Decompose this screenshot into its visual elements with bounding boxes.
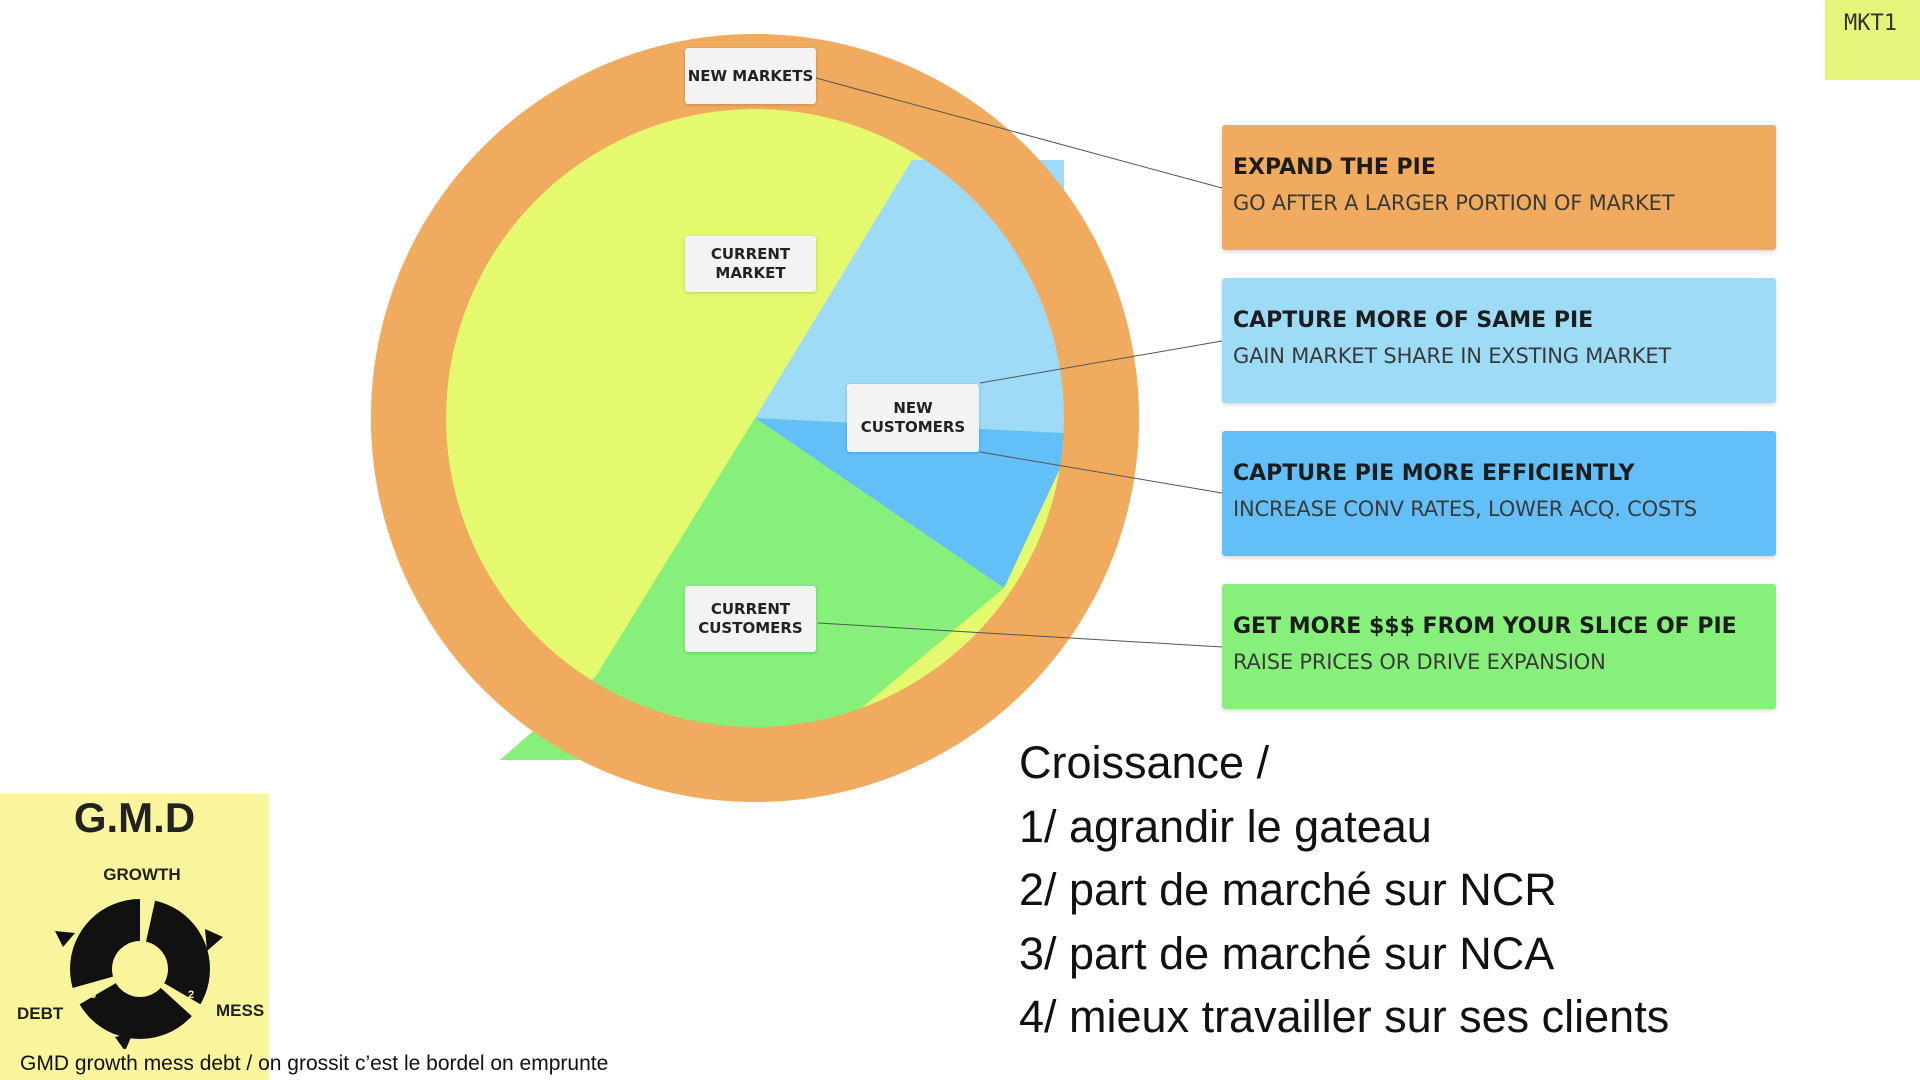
cycle-arrows-icon: 1 2 3	[55, 894, 223, 1049]
cycle-number-1: 1	[143, 913, 149, 925]
card-capture-more-of-same-pie: CAPTURE MORE OF SAME PIE GAIN MARKET SHA…	[1222, 278, 1776, 403]
card-get-more-from-your-slice: GET MORE $$$ FROM YOUR SLICE OF PIE RAIS…	[1222, 584, 1776, 709]
card-title: CAPTURE PIE MORE EFFICIENTLY	[1233, 461, 1635, 486]
card-capture-pie-more-efficiently: CAPTURE PIE MORE EFFICIENTLY INCREASE CO…	[1222, 431, 1776, 556]
card-subtitle: GO AFTER A LARGER PORTION OF MARKET	[1233, 191, 1675, 215]
connector-new-markets	[815, 77, 1223, 189]
connector-current-customers	[817, 622, 1223, 648]
cycle-number-2: 2	[188, 989, 194, 1001]
card-subtitle: GAIN MARKET SHARE IN EXSTING MARKET	[1233, 344, 1672, 368]
gmd-label-debt: DEBT	[17, 1004, 64, 1023]
connector-new-customers-efficiency	[979, 451, 1223, 494]
gmd-label-growth: GROWTH	[103, 865, 181, 884]
notes-heading: Croissance /	[1019, 737, 1270, 788]
pie-segment-new-customers-efficiency	[755, 418, 1064, 588]
notes-item: 3/ part de marché sur NCA	[1019, 927, 1555, 979]
card-subtitle: INCREASE CONV RATES, LOWER ACQ. COSTS	[1233, 497, 1697, 521]
label-new-markets: NEW MARKETS	[685, 48, 816, 104]
cycle-number-3: 3	[90, 989, 96, 1001]
slide-tag: MKT1	[1825, 0, 1920, 80]
gmd-title: G.M.D	[73, 794, 196, 841]
card-subtitle: RAISE PRICES OR DRIVE EXPANSION	[1233, 650, 1606, 674]
notes-list: Croissance / 1/ agrandir le gateau 2/ pa…	[1019, 731, 1669, 1049]
gmd-panel: G.M.D GROWTH 1 2 3 DEBT MESS	[0, 794, 269, 1080]
card-title: EXPAND THE PIE	[1233, 155, 1436, 180]
card-title: GET MORE $$$ FROM YOUR SLICE OF PIE	[1233, 614, 1737, 639]
pie-segment-new-customers-share	[755, 160, 1064, 433]
caption-text: GMD growth mess debt / on grossit c’est …	[20, 1052, 609, 1075]
notes-item: 1/ agrandir le gateau	[1019, 800, 1432, 852]
notes-item: 4/ mieux travailler sur ses clients	[1019, 991, 1670, 1042]
card-expand-the-pie: EXPAND THE PIE GO AFTER A LARGER PORTION…	[1222, 125, 1776, 250]
notes-item: 2/ part de marché sur NCR	[1019, 864, 1557, 915]
card-title: CAPTURE MORE OF SAME PIE	[1233, 308, 1594, 333]
label-current-customers: CURRENT CUSTOMERS	[685, 586, 816, 652]
label-new-customers: NEW CUSTOMERS	[847, 384, 979, 452]
gmd-label-mess: MESS	[216, 1001, 265, 1020]
label-current-market: CURRENT MARKET	[685, 236, 816, 292]
connector-new-customers-share	[979, 340, 1223, 384]
